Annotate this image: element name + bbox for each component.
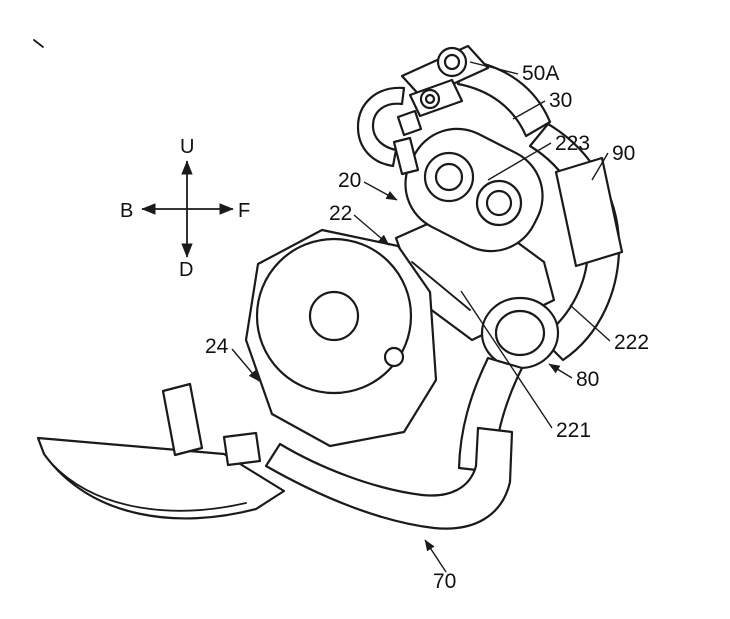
ref-label-222: 222 xyxy=(614,331,649,354)
ref-label-80: 80 xyxy=(576,368,599,391)
spacer-block xyxy=(222,431,262,467)
compass-down-label: D xyxy=(179,259,193,281)
ref-label-221: 221 xyxy=(556,419,591,442)
leader-22 xyxy=(353,214,390,246)
crankcase-hub xyxy=(308,290,360,342)
leader-90 xyxy=(591,152,609,181)
leader-lines xyxy=(231,61,611,573)
mount-bracket xyxy=(161,382,204,457)
head-stub-fitting xyxy=(392,136,420,176)
leader-222 xyxy=(569,304,611,342)
leader-30 xyxy=(512,100,546,120)
ref-label-223: 223 xyxy=(555,132,590,155)
reference-labels: 50A 30 223 90 20 22 222 80 24 221 70 xyxy=(205,62,649,593)
scan-artifact xyxy=(33,39,44,48)
ref-label-70: 70 xyxy=(433,570,456,593)
compass-back-label: B xyxy=(120,200,133,222)
orientation-compass: U D B F xyxy=(120,136,250,281)
floor-panel-edge xyxy=(51,463,247,512)
crankcase-bolt xyxy=(383,346,405,368)
intake-funnel-front-inner xyxy=(485,189,513,217)
engine-drawing xyxy=(36,44,624,530)
ref-label-22: 22 xyxy=(329,202,352,225)
leader-223 xyxy=(487,142,552,181)
leader-50A xyxy=(469,61,519,75)
leader-80 xyxy=(548,363,573,379)
leader-24 xyxy=(231,348,260,382)
throttle-fitting xyxy=(396,109,423,137)
ref-label-20: 20 xyxy=(338,169,361,192)
air-cleaner-element xyxy=(554,156,624,268)
ref-label-90: 90 xyxy=(612,142,635,165)
compass-front-label: F xyxy=(238,200,250,222)
leader-70 xyxy=(424,539,447,573)
ref-label-50A: 50A xyxy=(522,62,559,85)
intake-hose xyxy=(456,58,552,138)
lower-frame xyxy=(264,426,514,530)
intake-funnel-rear-inner xyxy=(434,162,464,192)
throttle-disc-upper-inner xyxy=(443,53,461,71)
throttle-disc-lower-inner xyxy=(424,93,436,105)
ref-label-24: 24 xyxy=(205,335,229,358)
compass-up-label: U xyxy=(180,136,194,158)
cylinder-block-line xyxy=(411,261,471,311)
ref-label-30: 30 xyxy=(549,89,572,112)
head-hook-fitting xyxy=(356,86,406,168)
leader-20 xyxy=(363,181,398,201)
leader-221 xyxy=(460,290,553,429)
exhaust-joint-inner xyxy=(494,309,546,357)
